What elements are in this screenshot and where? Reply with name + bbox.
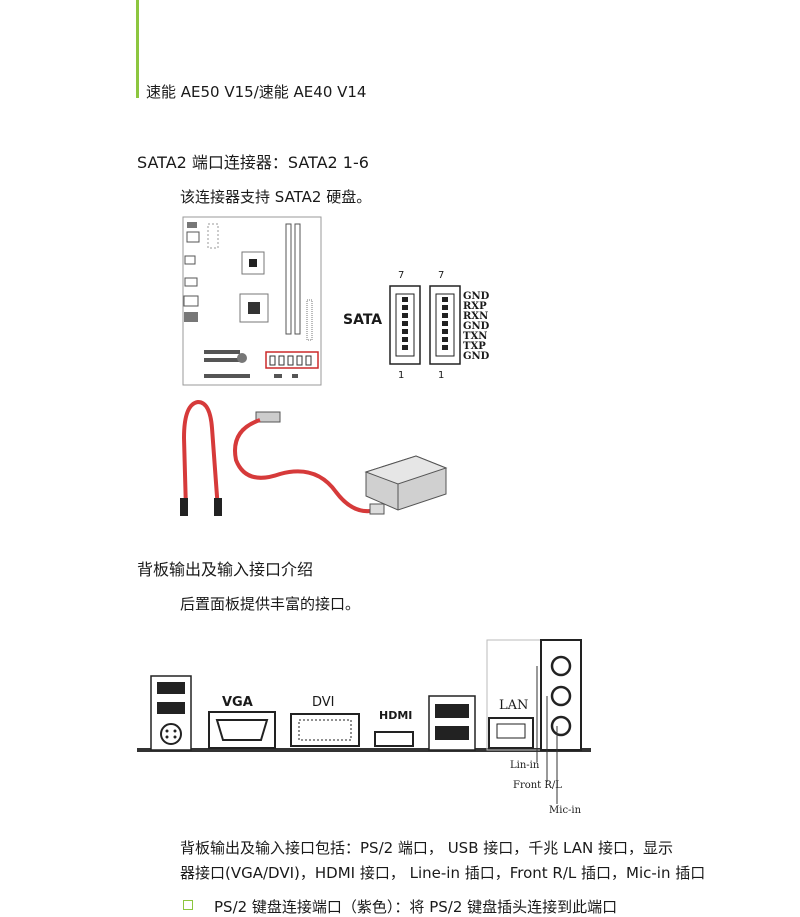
rear-para-line2: 器接口(VGA/DVI)，HDMI 接口， Line-in 插口，Front R… [180,864,706,882]
usb-stack-2 [428,695,476,751]
pin-bottom-left: 1 [398,370,405,381]
mic-in-label: Mic-in [549,805,582,816]
hdmi-label: HDMI [379,709,413,722]
pin-bottom-right: 1 [438,370,445,381]
pin-label-2: RXP [463,301,487,312]
dvi-port [290,713,360,747]
rear-para-line1: 背板输出及输入接口包括：PS/2 端口， USB 接口，千兆 LAN 接口，显示 [180,839,673,857]
bullet-square-icon [183,900,193,910]
sata-section-title: SATA2 端口连接器：SATA2 1-6 [137,153,369,172]
ps2-usb-stack [150,675,192,751]
motherboard-diagram [182,216,322,386]
rear-section-desc: 后置面板提供丰富的接口。 [180,595,361,613]
pin-top-right: 7 [438,270,445,281]
audio-jacks [536,639,582,804]
lan-port [486,639,542,751]
sata-cable-illustration [180,399,448,516]
pin-label-1: GND [463,291,490,302]
pin-label-7: GND [463,351,490,362]
rear-panel-diagram [137,639,591,804]
line-in-label: Lin-in [510,760,540,771]
vga-label: VGA [222,695,253,710]
sata-highlight-box [265,351,319,369]
pin-label-5: TXN [463,331,488,342]
sata-label: SATA [343,312,383,328]
pin-label-3: RXN [463,311,489,322]
front-rl-label: Front R/L [513,780,562,791]
page-header-model: 速能 AE50 V15/速能 AE40 V14 [146,83,367,101]
rear-section-title: 背板输出及输入接口介绍 [137,560,314,579]
pin-label-4: GND [463,321,490,332]
ps2-bullet-text: PS/2 键盘连接端口（紫色）：将 PS/2 键盘插头连接到此端口 [214,898,618,916]
dvi-label: DVI [312,695,335,710]
pin-top-left: 7 [398,270,405,281]
sata-section-desc: 该连接器支持 SATA2 硬盘。 [180,188,372,206]
header-accent-bar [136,0,139,98]
hdmi-port [374,731,414,747]
sata-connectors-diagram [389,285,461,365]
lan-label: LAN [499,698,529,713]
pin-label-6: TXP [463,341,486,352]
vga-port [208,711,276,749]
